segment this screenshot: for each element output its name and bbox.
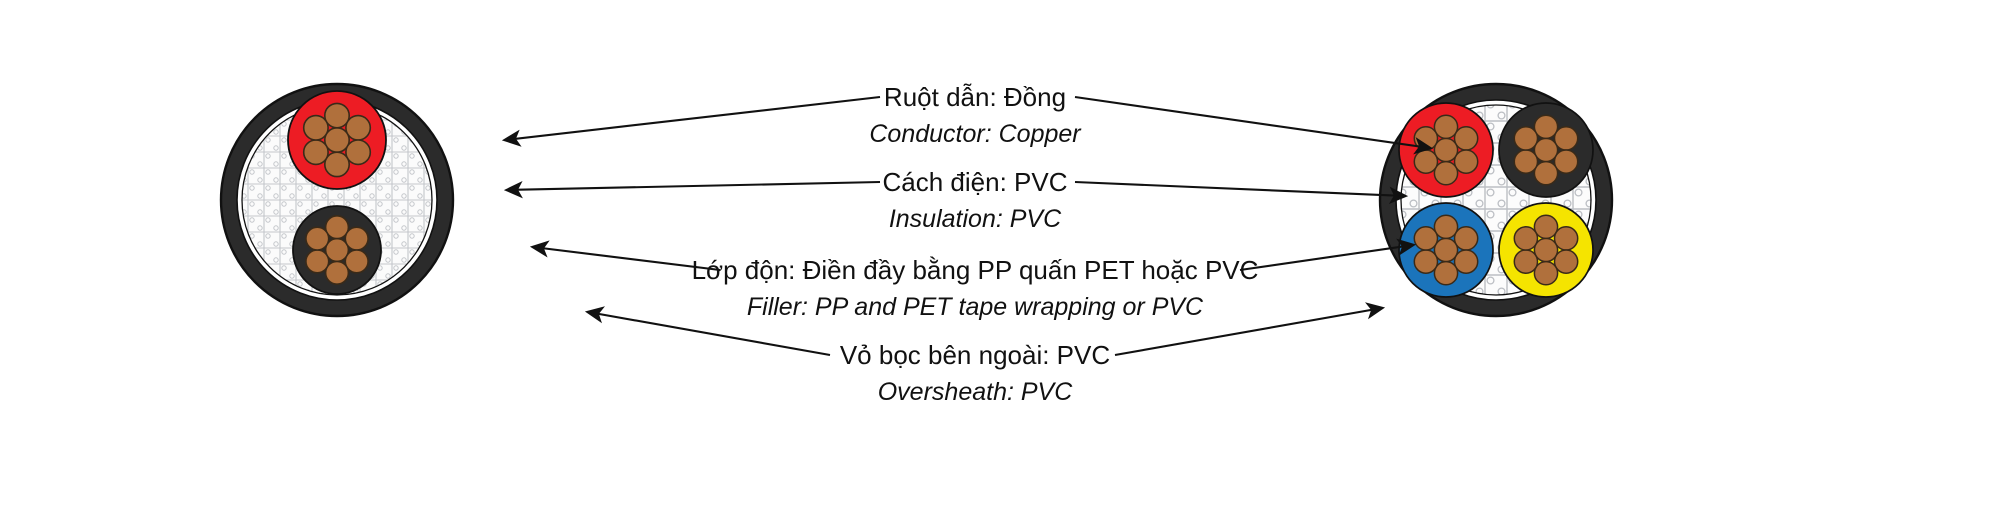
label-insulation: Cách điện: PVC Insulation: PVC xyxy=(883,167,1068,233)
right-core-blue xyxy=(1398,202,1494,298)
label-filler-en: Filler: PP and PET tape wrapping or PVC xyxy=(747,293,1204,321)
label-conductor-en: Conductor: Copper xyxy=(869,120,1082,148)
left-cable-two-core xyxy=(219,82,455,318)
right-core-yellow xyxy=(1498,202,1594,298)
label-conductor: Ruột dẫn: Đồng Conductor: Copper xyxy=(869,82,1082,148)
right-core-black xyxy=(1498,102,1594,198)
label-filler-vi: Lớp độn: Điền đầy bằng PP quấn PET hoặc … xyxy=(692,255,1259,285)
right-core-black-conductor xyxy=(1513,114,1579,186)
leader-oversheath-left xyxy=(584,306,831,357)
label-conductor-vi: Ruột dẫn: Đồng xyxy=(884,82,1066,112)
left-core-red xyxy=(287,90,387,190)
leader-insulation-right xyxy=(1074,180,1409,204)
right-cable-four-core xyxy=(1378,82,1614,318)
label-filler: Lớp độn: Điền đầy bằng PP quấn PET hoặc … xyxy=(692,255,1259,321)
label-insulation-vi: Cách điện: PVC xyxy=(883,167,1068,197)
left-core-black xyxy=(292,205,382,295)
leader-filler-left xyxy=(529,240,721,272)
label-oversheath: Vỏ bọc bên ngoài: PVC Oversheath: PVC xyxy=(840,340,1110,406)
label-insulation-en: Insulation: PVC xyxy=(889,205,1062,233)
right-core-red xyxy=(1398,102,1494,198)
leader-oversheath-right xyxy=(1114,302,1386,357)
leader-insulation-left xyxy=(503,180,881,199)
right-core-blue-conductor xyxy=(1413,214,1479,286)
leader-conductor-right xyxy=(1074,95,1434,155)
left-core-red-conductor xyxy=(302,102,372,178)
leader-conductor-left xyxy=(501,95,881,147)
right-core-yellow-conductor xyxy=(1513,214,1579,286)
left-core-black-conductor xyxy=(305,215,369,285)
leader-filler-right xyxy=(1239,238,1417,272)
label-oversheath-en: Oversheath: PVC xyxy=(878,378,1073,406)
label-oversheath-vi: Vỏ bọc bên ngoài: PVC xyxy=(840,340,1110,370)
